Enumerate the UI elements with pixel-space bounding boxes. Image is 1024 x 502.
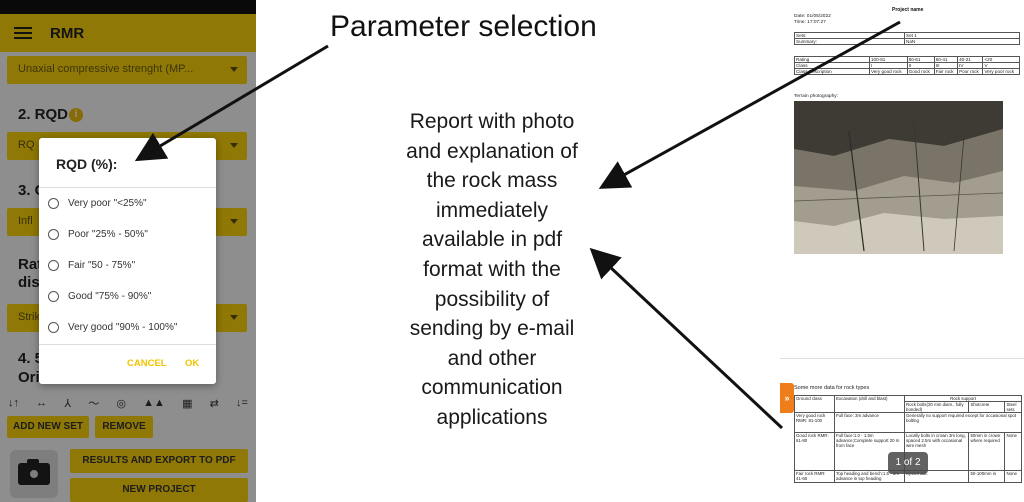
radio-unchecked-icon[interactable] <box>48 228 59 240</box>
add-new-set-button[interactable]: ADD NEW SET <box>7 416 89 438</box>
rock-face-image <box>793 101 1004 254</box>
description-line: immediately <box>435 198 549 222</box>
app-title: RMR <box>50 24 85 42</box>
dialog-divider <box>39 187 216 188</box>
ok-button[interactable]: OK <box>185 358 200 369</box>
description-line: format with the <box>423 257 561 281</box>
table-cell: Fair rock <box>933 68 959 75</box>
table-cell: Top heading and bench:1.5 - 3m advance i… <box>834 470 905 483</box>
status-bar <box>0 0 256 14</box>
arrow-to-report-page2 <box>589 247 784 430</box>
new-project-button[interactable]: NEW PROJECT <box>70 478 248 502</box>
ucs-dropdown[interactable]: Unaxial compressive strenght (MP... <box>7 56 247 84</box>
description-line: and explanation of <box>406 139 578 163</box>
infill-icon[interactable]: ▲▲ <box>143 397 165 409</box>
camera-button[interactable] <box>10 450 58 498</box>
option-label: Fair "50 - 75%" <box>68 259 136 271</box>
description-line: possibility of <box>434 287 550 311</box>
arrow-to-dialog <box>134 44 329 162</box>
radio-unchecked-icon[interactable] <box>48 259 59 271</box>
chevron-down-icon <box>230 67 238 72</box>
chevron-down-icon <box>230 143 238 148</box>
cancel-button[interactable]: CANCEL <box>127 358 167 369</box>
description-line: sending by e-mail <box>409 317 575 341</box>
table-cell: Class Description <box>794 68 870 75</box>
page-indicator: 1 of 2 <box>888 452 928 474</box>
rqd-dropdown-value: RQ <box>18 139 35 151</box>
table-cell: None <box>1004 470 1022 483</box>
dip-icon[interactable]: ⅄ <box>64 397 72 410</box>
aperture-icon[interactable]: ◎ <box>116 397 126 410</box>
table-cell: 50mm in crown where required <box>968 432 1006 471</box>
option-label: Good "75% - 90%" <box>68 290 152 302</box>
toolbar-icons-row: ↓↑ ↔ ⅄ 〜 ◎ ▲▲ ▦ ⇄ ↓= <box>4 394 252 412</box>
report-date: Date: 01/05/2022 <box>794 14 831 19</box>
roughness-icon[interactable]: 〜 <box>88 398 100 410</box>
radio-unchecked-icon[interactable] <box>48 290 59 302</box>
report-sets-table: Sets: Set 1 Summary: NaN <box>794 32 1020 45</box>
description-line: the rock mass <box>426 169 558 193</box>
headline-parameter-selection: Parameter selection <box>330 10 597 43</box>
table-cell: Fair rock RMR: 41-60 <box>794 470 835 483</box>
section-3-heading: 3. C <box>18 182 46 199</box>
rqd-option-very-good[interactable]: Very good "90% - 100%" <box>48 315 213 339</box>
chevron-down-icon <box>230 315 238 320</box>
info-icon[interactable]: i <box>69 108 83 122</box>
pdf-report-page-2: » Some more data for rock types Ground c… <box>780 358 1024 502</box>
option-label: Poor "25% - 50%" <box>68 228 148 240</box>
radio-unchecked-icon[interactable] <box>48 321 59 333</box>
discontinuity-dropdown-value: Infl <box>18 215 33 227</box>
expand-panel-tab[interactable]: » <box>780 383 794 413</box>
section-4-heading: 4. 5 <box>18 350 44 367</box>
photo-caption: Terrain photography: <box>794 94 838 99</box>
table-cell: NaN <box>904 38 1020 45</box>
description-line: available in pdf <box>421 228 563 252</box>
description-line: communication <box>421 376 563 400</box>
phone-app-screen: RMR Unaxial compressive strenght (MP... … <box>0 0 256 502</box>
radio-unchecked-icon[interactable] <box>48 197 59 209</box>
table-cell: Good rock RMR: 61-80 <box>794 432 835 471</box>
remove-button[interactable]: REMOVE <box>95 416 153 438</box>
rqd-option-poor[interactable]: Poor "25% - 50%" <box>48 222 213 246</box>
dialog-title: RQD (%): <box>56 156 118 172</box>
report-description: Report with photo and explanation of the… <box>388 107 596 433</box>
results-export-pdf-button[interactable]: RESULTS AND EXPORT TO PDF <box>70 449 248 473</box>
description-line: Report with photo <box>409 110 575 133</box>
filter-icon[interactable]: ↓= <box>236 397 248 409</box>
table-cell: Poor rock <box>957 68 984 75</box>
description-line: applications <box>436 405 548 429</box>
ucs-dropdown-value: Unaxial compressive strenght (MP... <box>18 63 194 75</box>
report-page2-heading: Some more data for rock types <box>794 385 870 391</box>
swap-icon[interactable]: ⇄ <box>209 397 219 410</box>
option-label: Very good "90% - 100%" <box>68 321 178 333</box>
rqd-option-very-poor[interactable]: Very poor "<25%" <box>48 191 213 215</box>
grid-icon[interactable]: ▦ <box>182 397 193 410</box>
menu-icon[interactable] <box>14 27 32 39</box>
sort-icon[interactable]: ↓↑ <box>8 397 19 409</box>
camera-icon <box>27 459 39 465</box>
option-label: Very poor "<25%" <box>68 197 147 209</box>
width-icon[interactable]: ↔ <box>36 397 48 409</box>
dialog-divider <box>39 344 216 345</box>
report-rating-table: Rating 100-81 80-61 60-41 40-21 <20 Clas… <box>794 56 1020 75</box>
report-time: Time: 17:07:27 <box>794 20 826 25</box>
rqd-option-fair[interactable]: Fair "50 - 75%" <box>48 253 213 277</box>
table-cell: 50-100mm in <box>968 470 1006 483</box>
description-line: and other <box>447 346 537 370</box>
rqd-option-good[interactable]: Good "75% - 90%" <box>48 284 213 308</box>
report-title: Project name <box>892 7 924 13</box>
rqd-dialog: RQD (%): Very poor "<25%" Poor "25% - 50… <box>39 138 216 384</box>
table-cell: Very poor rock <box>982 68 1020 75</box>
strike-dropdown-value: Strik <box>18 311 40 323</box>
app-bar: RMR <box>0 14 256 52</box>
terrain-photo <box>793 101 1004 254</box>
rating-label: Rat <box>18 256 43 273</box>
chevron-down-icon <box>230 219 238 224</box>
arrow-to-report-page1 <box>598 20 901 189</box>
section-rqd-heading: 2. RQD <box>18 106 69 123</box>
pdf-report-page-1: Project name Date: 01/05/2022 Time: 17:0… <box>790 0 1024 256</box>
